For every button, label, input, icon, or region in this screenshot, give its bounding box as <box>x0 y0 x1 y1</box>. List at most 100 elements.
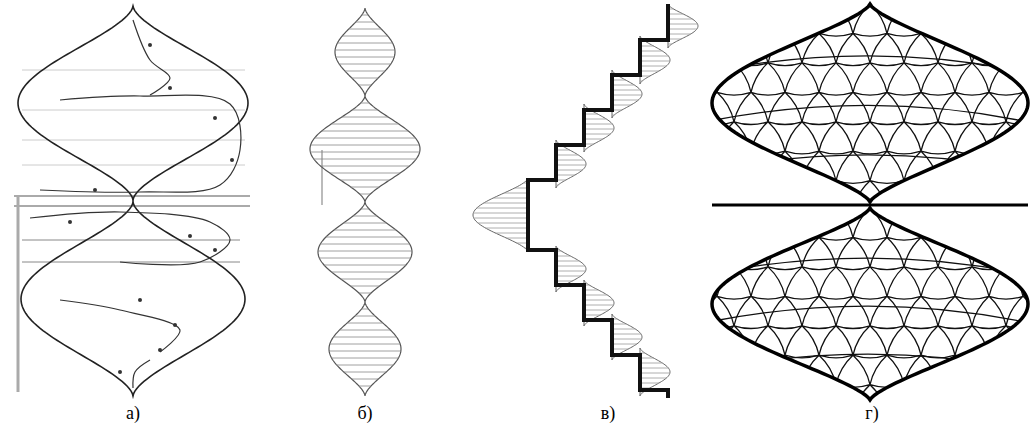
curved-cell <box>904 122 938 151</box>
curved-cell <box>955 33 989 62</box>
curved-cell <box>666 267 700 296</box>
spindle-outline <box>21 202 245 396</box>
curved-cell <box>904 326 938 355</box>
curved-cell <box>853 237 887 266</box>
curved-cell <box>751 210 785 239</box>
hatch-line <box>315 138 416 139</box>
hatch-line <box>584 149 586 150</box>
lattice <box>666 208 1032 431</box>
curved-cell <box>802 385 836 414</box>
curved-cell <box>666 63 700 92</box>
curved-cell <box>887 237 921 266</box>
curved-cell <box>734 4 768 33</box>
hatch-line <box>345 71 385 72</box>
half-spindle <box>668 4 698 48</box>
point-mark <box>213 116 217 120</box>
curved-cell <box>666 122 700 151</box>
hatch-line <box>359 85 372 86</box>
point-mark <box>158 348 162 352</box>
hatch-line <box>339 64 391 65</box>
figure-c <box>473 4 698 398</box>
spindle-outline <box>318 202 412 302</box>
curved-cell <box>1023 414 1032 431</box>
curved-cell <box>870 63 904 92</box>
curved-cell <box>683 414 717 431</box>
curved-cell <box>717 355 751 384</box>
hatch-line <box>584 305 614 306</box>
point-mark <box>148 43 152 47</box>
curved-cell <box>1006 4 1032 33</box>
hatch-line <box>584 295 607 296</box>
hatch-line <box>359 293 371 294</box>
hatch-line <box>351 187 380 188</box>
hatch-line <box>668 14 683 15</box>
hatch-line <box>640 363 662 364</box>
point-mark <box>230 158 234 162</box>
hatch-line <box>640 81 642 82</box>
curved-cell <box>853 355 887 384</box>
hatch-line <box>612 334 641 335</box>
curved-cell <box>989 414 1023 431</box>
hatch-line <box>556 266 585 267</box>
spindle-outline <box>18 6 248 200</box>
curved-cell <box>989 355 1023 384</box>
curved-cell <box>768 385 802 414</box>
curved-cell <box>734 385 768 414</box>
curved-cell <box>853 92 887 121</box>
hatch-line <box>324 265 406 266</box>
guide-line <box>321 150 323 205</box>
hatch-line <box>612 85 634 86</box>
curved-cell <box>717 92 751 121</box>
curved-cell <box>904 63 938 92</box>
hatch-line <box>612 115 614 116</box>
curved-cell <box>819 296 853 325</box>
trajectory-curve <box>40 95 241 192</box>
lattice-arc <box>700 155 1032 173</box>
hatch-line <box>584 134 610 135</box>
curved-cell <box>955 355 989 384</box>
curved-cell <box>1023 210 1032 239</box>
curved-cell <box>938 208 972 237</box>
curved-cell <box>836 267 870 296</box>
spindle-outline <box>329 302 401 396</box>
curved-cell <box>785 414 819 431</box>
half-spindle <box>473 178 528 252</box>
hatch-line <box>352 110 378 111</box>
hatch-line <box>504 193 528 194</box>
curved-cell <box>870 267 904 296</box>
point-mark <box>168 86 172 90</box>
curved-cell <box>700 385 734 414</box>
hatch-line <box>640 383 659 384</box>
hatch-line <box>612 349 628 350</box>
curved-cell <box>853 210 887 239</box>
hatch-line <box>331 124 399 125</box>
figure-label: г) <box>865 404 878 424</box>
curved-cell <box>972 4 1006 33</box>
curved-cell <box>802 63 836 92</box>
hatch-line <box>484 203 528 204</box>
hatch-line <box>640 46 654 47</box>
curved-cell <box>717 414 751 431</box>
curved-cell <box>666 385 700 414</box>
curved-cell <box>1006 122 1032 151</box>
hatch-line <box>352 379 379 380</box>
hatch-line <box>584 315 600 316</box>
hatch-line <box>344 223 387 224</box>
hatch-line <box>640 393 642 394</box>
hatch-line <box>473 213 528 214</box>
hatch-line <box>352 78 378 79</box>
guide-line <box>22 165 245 166</box>
spindle-outline <box>712 208 1028 400</box>
curved-cell <box>802 326 836 355</box>
curved-cell <box>853 296 887 325</box>
curved-cell <box>972 385 1006 414</box>
hatch-line <box>322 131 409 132</box>
lattice <box>666 4 1032 240</box>
hatch-line <box>640 373 670 374</box>
hatch-line <box>584 290 598 291</box>
curved-cell <box>734 208 768 237</box>
curved-cell <box>802 122 836 151</box>
guide-line <box>22 262 240 263</box>
curved-cell <box>819 33 853 62</box>
curved-cell <box>938 385 972 414</box>
